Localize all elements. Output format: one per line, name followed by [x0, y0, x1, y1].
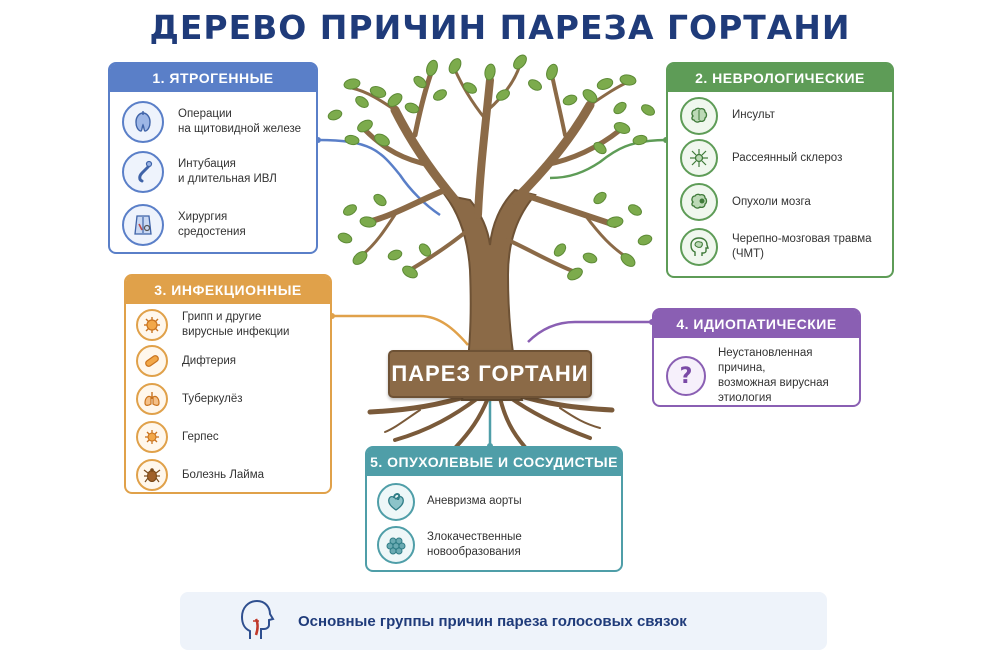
list-item-lyme: Болезнь Лайма — [126, 456, 330, 494]
question-icon: ? — [666, 356, 706, 396]
tumor-cells-icon — [377, 526, 415, 564]
page-title: ДЕРЕВО ПРИЧИН ПАРЕЗА ГОРТАНИ — [149, 8, 851, 47]
list-item-multiple-sclerosis: Рассеянный склероз — [668, 136, 892, 180]
thyroid-icon — [122, 100, 164, 143]
item-label-line1: Болезнь Лайма — [182, 468, 265, 481]
item-label-line3: этиология — [718, 392, 772, 404]
item-label-line1: Герпес — [182, 430, 219, 443]
chest-surgery-icon — [122, 203, 164, 246]
item-label-line2: и длительная ИВЛ — [178, 172, 277, 185]
group-card-neurological: 2. НЕВРОЛОГИЧЕСКИЕ Инсульт Рассеянный ск… — [666, 62, 894, 278]
item-label-line2: (ЧМТ) — [732, 248, 764, 260]
list-item-mediastinal-surgery: Хирургия средостения — [110, 198, 316, 251]
list-item-aortic-aneurysm: Аневризма аорты — [367, 476, 621, 522]
list-item-tbi: Черепно-мозговая травма (ЧМТ) — [668, 224, 892, 270]
list-item-stroke: Инсульт — [668, 92, 892, 136]
connector-infectious — [332, 314, 469, 346]
item-label-line2: средостения — [178, 225, 246, 238]
center-label: ПАРЕЗ ГОРТАНИ — [388, 350, 592, 398]
item-label-line1: Туберкулёз — [182, 392, 243, 405]
tree-trunk — [442, 188, 537, 401]
group-card-tumor-vascular: 5. ОПУХОЛЕВЫЕ И СОСУДИСТЫЕ Аневризма аор… — [365, 446, 623, 572]
list-item-tuberculosis: Туберкулёз — [126, 380, 330, 418]
item-label-line1: Злокачественные — [427, 531, 522, 543]
head-throat-icon — [236, 597, 276, 646]
item-label-line1: Неустановленная причина, — [718, 347, 813, 374]
item-label-line1: Интубация — [178, 157, 236, 170]
item-label-line2: на щитовидной железе — [178, 122, 302, 135]
item-label-line1: Черепно-мозговая травма — [732, 233, 872, 245]
group-title-infectious: 3. ИНФЕКЦИОННЫЕ — [126, 276, 330, 304]
list-item-malignant-neoplasm: Злокачественные новообразования — [367, 522, 621, 568]
item-label-line1: Опухоли мозга — [732, 195, 811, 208]
group-card-iatrogenic: 1. ЯТРОГЕННЫЕ Операции на щитовидной жел… — [108, 62, 318, 254]
tick-icon — [136, 459, 168, 491]
group-card-infectious: 3. ИНФЕКЦИОННЫЕ Грипп и другие вирусные … — [124, 274, 332, 494]
list-item-unknown-cause: ? Неустановленная причина, возможная вир… — [654, 338, 859, 406]
connector-idiopathic — [527, 320, 652, 343]
item-label-line1: Операции — [178, 107, 232, 120]
list-item-herpes: Герпес — [126, 418, 330, 456]
footer-banner: Основные группы причин пареза голосовых … — [180, 592, 827, 650]
list-item-brain-tumor: Опухоли мозга — [668, 180, 892, 224]
group-title-idiopathic: 4. ИДИОПАТИЧЕСКИЕ — [654, 310, 859, 338]
item-label-line1: Рассеянный склероз — [732, 151, 843, 164]
brain-icon — [680, 96, 718, 135]
footer-caption: Основные группы причин пареза голосовых … — [298, 612, 687, 630]
item-label-line1: Инсульт — [732, 109, 775, 121]
intubation-tube-icon — [122, 150, 164, 193]
virus-icon — [136, 309, 168, 341]
lungs-icon — [136, 383, 168, 415]
group-title-iatrogenic: 1. ЯТРОГЕННЫЕ — [110, 64, 316, 92]
item-label-line1: Аневризма аорты — [427, 495, 522, 507]
item-label-line2: вирусные инфекции — [182, 326, 290, 338]
item-label-line2: новообразования — [427, 546, 521, 558]
group-card-idiopathic: 4. ИДИОПАТИЧЕСКИЕ ? Неустановленная прич… — [652, 308, 861, 407]
item-label-line2: возможная вирусная — [718, 377, 829, 389]
tree-leaves — [327, 54, 655, 281]
herpes-virus-icon — [136, 421, 168, 453]
bacteria-icon — [136, 345, 168, 377]
head-brain-icon — [680, 228, 718, 266]
item-label-line1: Дифтерия — [182, 354, 237, 367]
item-label-line1: Грипп и другие — [182, 311, 262, 323]
list-item-flu: Грипп и другие вирусные инфекции — [126, 304, 330, 342]
group-title-neurological: 2. НЕВРОЛОГИЧЕСКИЕ — [668, 64, 892, 92]
list-item-thyroid-surgery: Операции на щитовидной железе — [110, 92, 316, 145]
brain-tumor-icon — [680, 183, 718, 221]
neuron-icon — [680, 139, 718, 177]
group-title-tumor-vascular: 5. ОПУХОЛЕВЫЕ И СОСУДИСТЫЕ — [367, 448, 621, 476]
heart-aorta-icon — [377, 482, 415, 521]
list-item-intubation: Интубация и длительная ИВЛ — [110, 145, 316, 198]
list-item-diphtheria: Дифтерия — [126, 342, 330, 380]
item-label-line1: Хирургия — [178, 210, 228, 223]
